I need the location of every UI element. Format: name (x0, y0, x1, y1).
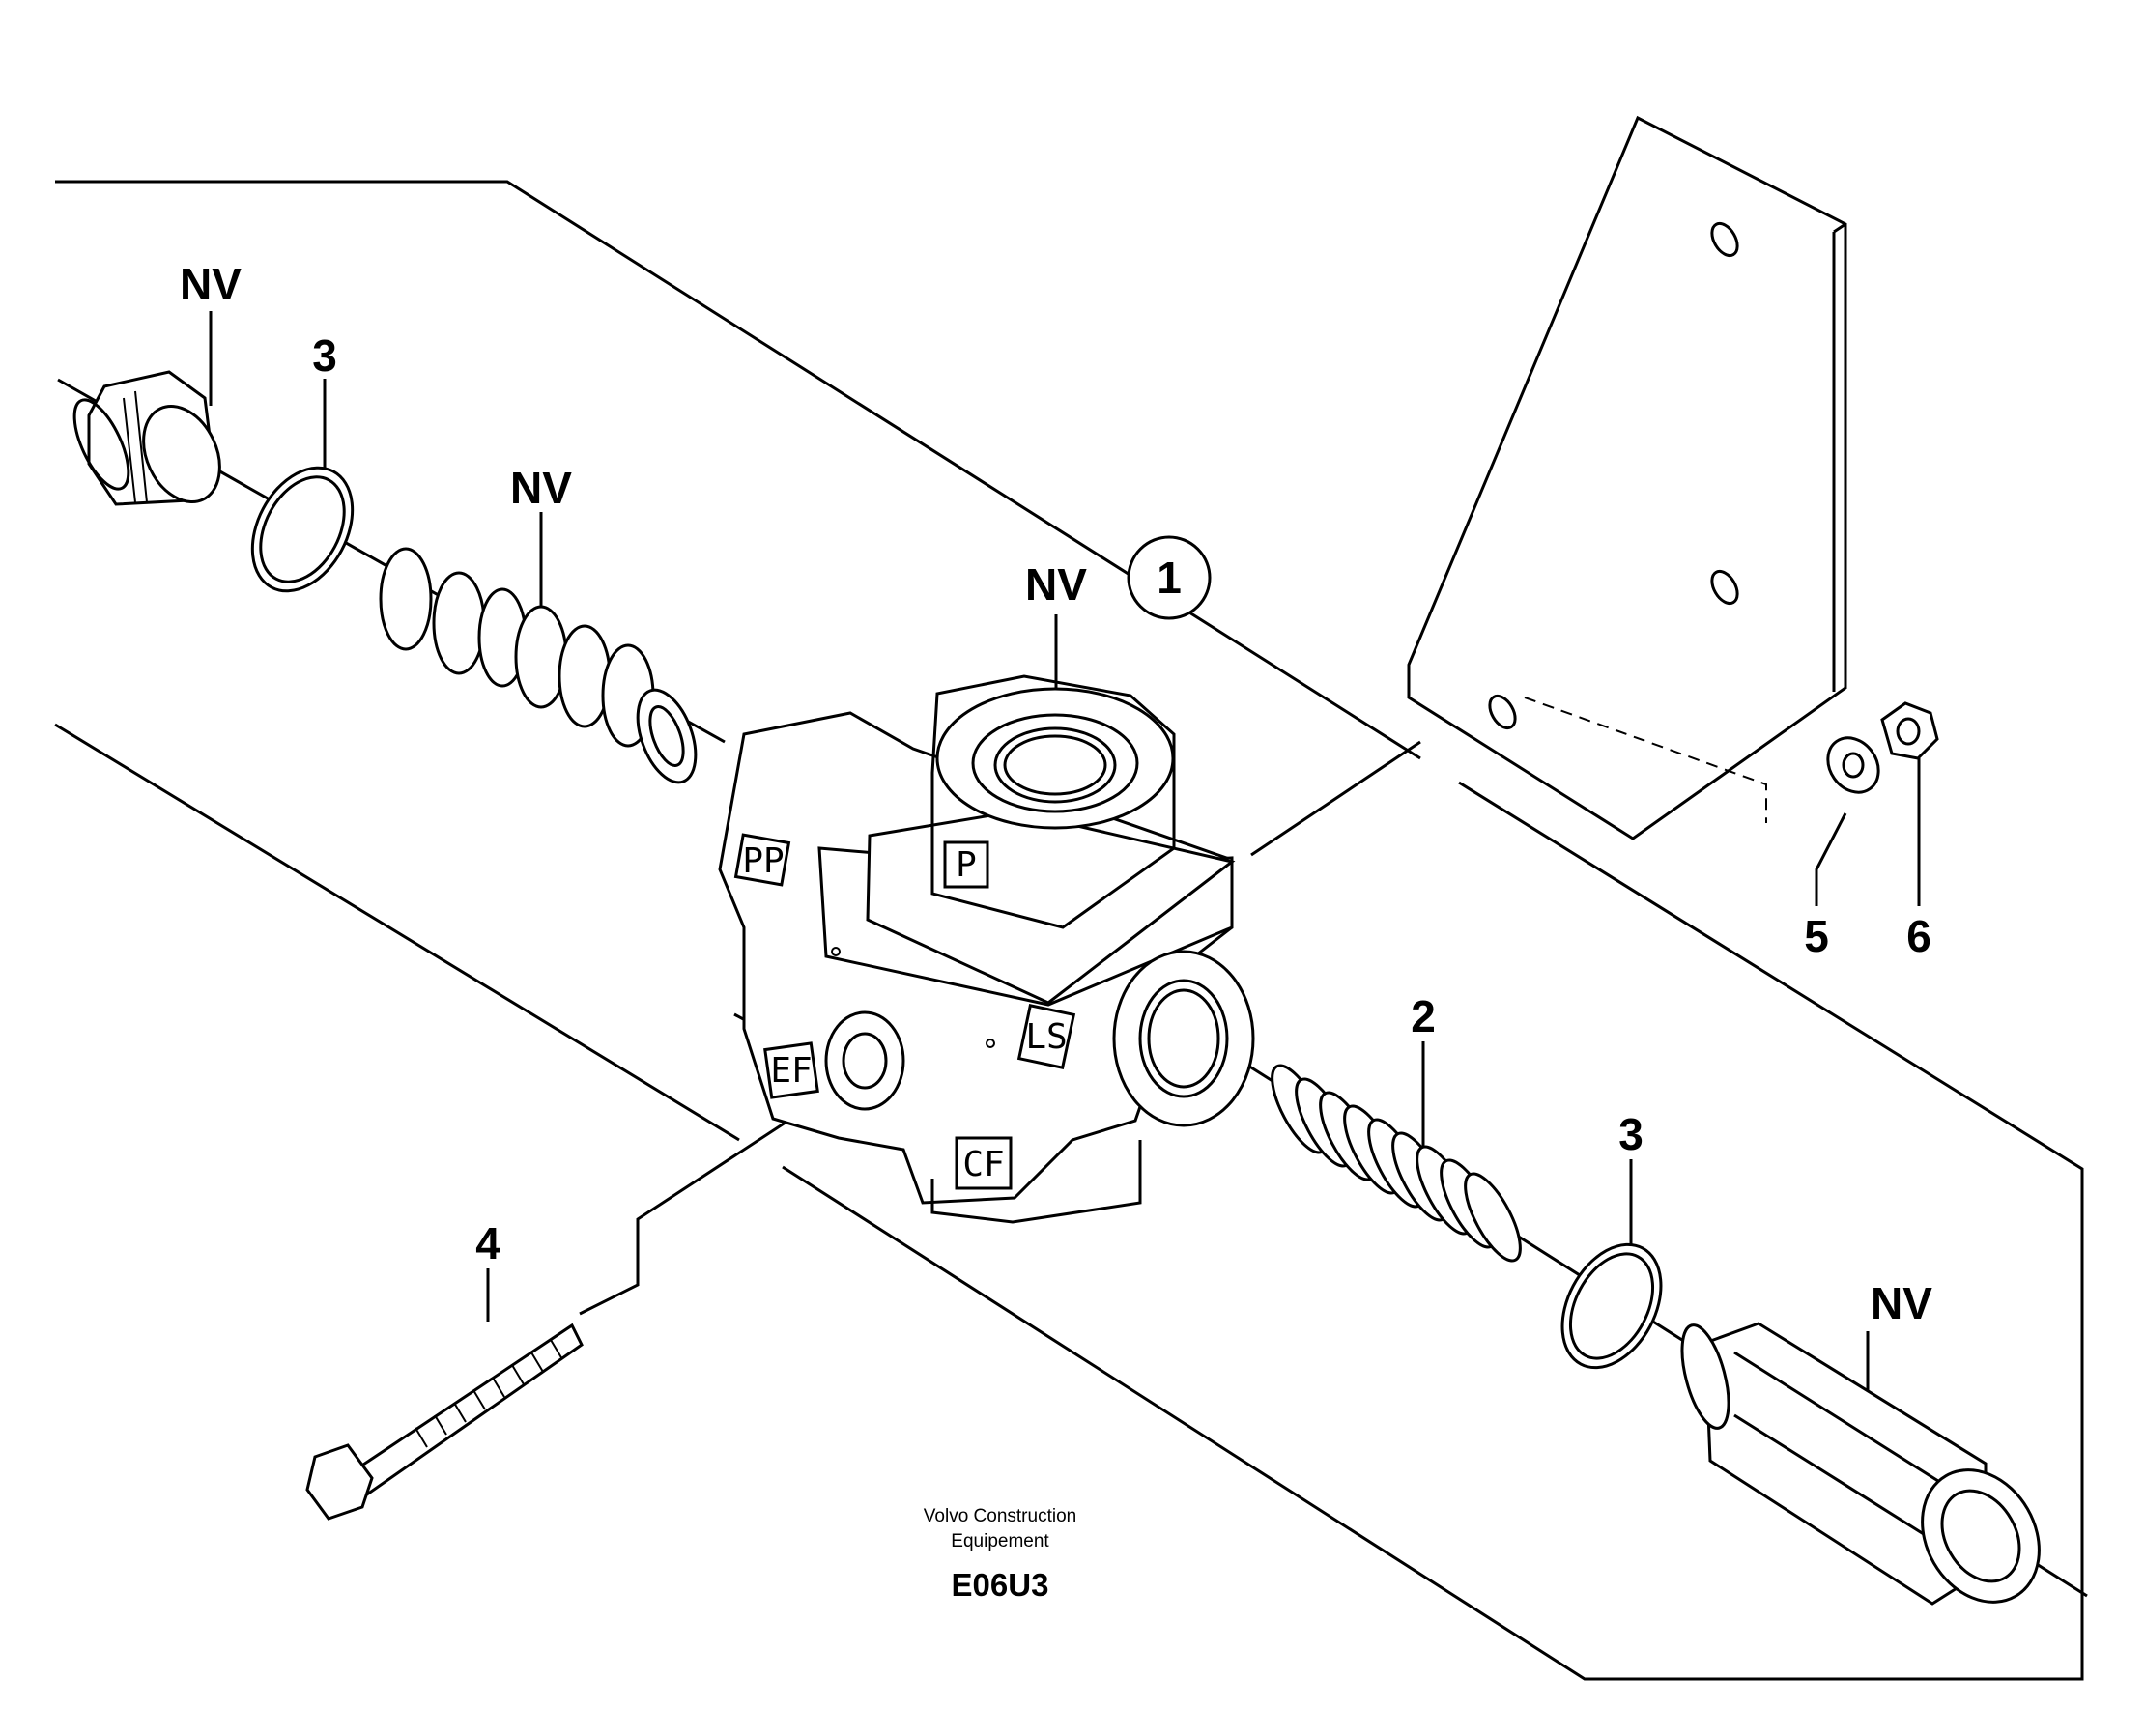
mounting-bracket (1407, 115, 1847, 840)
callout-nv-right-plug: NV (1871, 1278, 1932, 1328)
footer-line1: Volvo Construction (924, 1506, 1076, 1526)
bolt (305, 1323, 584, 1521)
callout-nv-left-plug: NV (180, 259, 242, 309)
valve-body: PP P LS EF CF (718, 674, 1255, 1224)
right-plug (1680, 1322, 2041, 1606)
spring (1271, 1064, 1522, 1263)
port-label-cf: CF (962, 1145, 1004, 1184)
callout-circle-1 (1127, 535, 1212, 620)
o-ring-left (250, 466, 355, 593)
callout-nv-spool: NV (510, 463, 572, 513)
assembly-outline (54, 180, 2084, 1681)
port-label-p: P (956, 845, 977, 885)
spool (379, 547, 698, 784)
callout-4: 4 (475, 1218, 500, 1268)
o-ring-right (1560, 1242, 1663, 1370)
left-plug (72, 370, 221, 506)
port-label-ls: LS (1025, 1017, 1067, 1057)
drawing-code: E06U3 (952, 1567, 1049, 1603)
port-label-pp: PP (742, 841, 784, 881)
callout-2: 2 (1411, 991, 1436, 1041)
hex-nut (1880, 701, 1939, 760)
washer (1826, 736, 1880, 794)
footer-line2: Equipement (951, 1531, 1049, 1551)
callout-3-left: 3 (312, 330, 337, 381)
callout-3-right: 3 (1618, 1109, 1644, 1159)
callout-5: 5 (1804, 911, 1829, 961)
callout-nv-body: NV (1025, 559, 1087, 610)
port-label-ef: EF (770, 1051, 812, 1091)
callout-1: 1 (1157, 553, 1182, 603)
callout-6: 6 (1906, 911, 1931, 961)
